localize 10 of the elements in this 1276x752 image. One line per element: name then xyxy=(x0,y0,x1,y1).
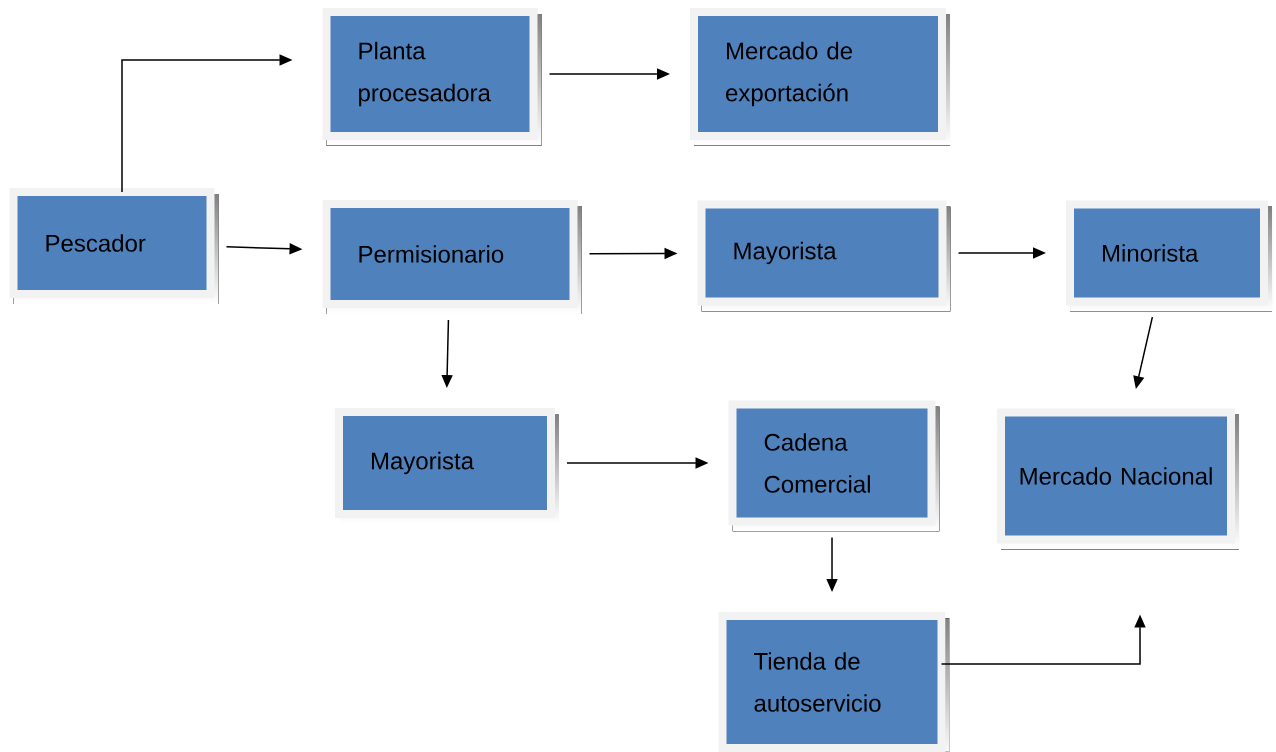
process-box: Permisionario xyxy=(322,200,582,314)
process-box: Tienda de autoservicio xyxy=(718,612,950,752)
process-box: Minorista xyxy=(1066,200,1272,312)
process-box: Pescador xyxy=(9,188,219,304)
process-box: Mercado Nacional xyxy=(997,408,1239,550)
process-box: Planta procesadora xyxy=(322,8,542,146)
process-box: Mayorista xyxy=(335,408,559,524)
process-box: Mercado de exportación xyxy=(690,8,950,146)
process-box: Mayorista xyxy=(697,200,951,312)
process-box: Cadena Comercial xyxy=(728,400,940,532)
